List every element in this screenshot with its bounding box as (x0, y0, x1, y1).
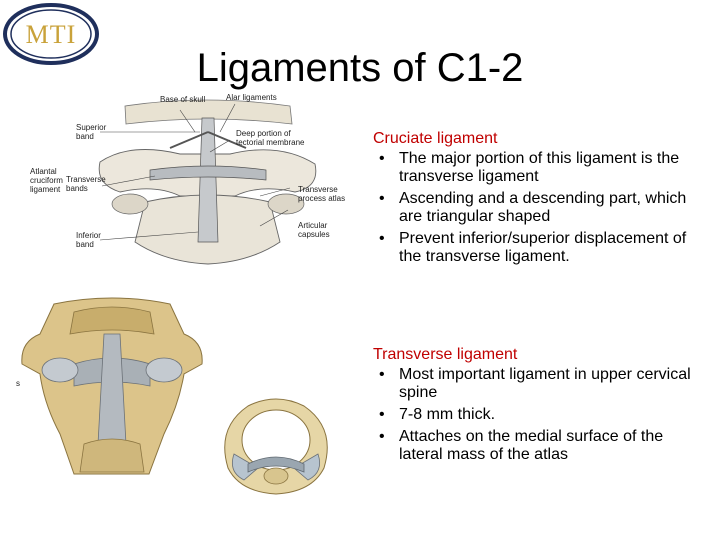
bullet-text: Prevent inferior/superior displacement o… (399, 230, 687, 265)
cruciate-ligament-bullets: • The major portion of this ligament is t… (373, 150, 693, 266)
label-articular-1: Articular (298, 221, 328, 230)
bullet-icon: • (379, 230, 385, 247)
label-atlantal-1: Atlantal (30, 167, 57, 176)
transverse-ligament-bullets: • Most important ligament in upper cervic… (373, 366, 693, 464)
bullet-icon: • (379, 428, 385, 445)
label-deep-portion-1: Deep portion of (236, 129, 291, 138)
label-atlantal-2: cruciform (30, 176, 63, 185)
label-base-of-skull: Base of skull (160, 95, 206, 104)
slide-title: Ligaments of C1-2 (196, 46, 524, 90)
bullet-text: Attaches on the medial surface of the la… (399, 428, 664, 463)
cruciate-ligament-heading: Cruciate ligament (373, 130, 498, 147)
logo-ring-icon (3, 3, 99, 65)
list-item: • The major portion of this ligament is t… (373, 150, 693, 186)
mti-logo: MTI (2, 2, 100, 66)
label-s: s (16, 379, 20, 388)
bullet-text: Ascending and a descending part, which a… (399, 190, 687, 225)
list-item: • Ascending and a descending part, which … (373, 190, 693, 226)
bullet-icon: • (379, 406, 385, 423)
bullet-text: 7-8 mm thick. (399, 406, 496, 423)
atlas-superior-view-illustration (224, 398, 328, 495)
list-item: • Prevent inferior/superior displacement … (373, 230, 693, 266)
bullet-icon: • (379, 190, 385, 207)
label-transverse-bands-1: Transverse (66, 175, 106, 184)
transverse-ligament-section: Transverse ligament • Most important liga… (373, 346, 693, 468)
bullet-text: Most important ligament in upper cervica… (399, 366, 691, 401)
list-item: • Attaches on the medial surface of the l… (373, 428, 693, 464)
label-transverse-process-1: Transverse (298, 185, 338, 194)
label-superior-band-1: Superior (76, 123, 107, 132)
label-inferior-band-2: band (76, 240, 94, 249)
bullet-icon: • (379, 150, 385, 167)
label-transverse-process-2: process atlas (298, 194, 345, 203)
cruciate-ligament-section: Cruciate ligament • The major portion of … (373, 130, 693, 270)
label-deep-portion-2: tectorial membrane (236, 138, 305, 147)
label-transverse-bands-2: bands (66, 184, 88, 193)
bullet-text: The major portion of this ligament is th… (399, 150, 680, 185)
cruciform-ligament-illustration: Base of skull Alar ligaments Deep portio… (30, 93, 345, 265)
bullet-icon: • (379, 366, 385, 383)
label-inferior-band-1: Inferior (76, 231, 101, 240)
c1-c2-posterior-illustration: s (16, 297, 203, 475)
logo-text: MTI (25, 20, 77, 49)
label-alar-ligaments: Alar ligaments (226, 93, 277, 102)
label-superior-band-2: band (76, 132, 94, 141)
list-item: • 7-8 mm thick. (373, 406, 693, 424)
label-atlantal-3: ligament (30, 185, 61, 194)
transverse-ligament-heading: Transverse ligament (373, 346, 518, 363)
label-articular-2: capsules (298, 230, 330, 239)
list-item: • Most important ligament in upper cervic… (373, 366, 693, 402)
